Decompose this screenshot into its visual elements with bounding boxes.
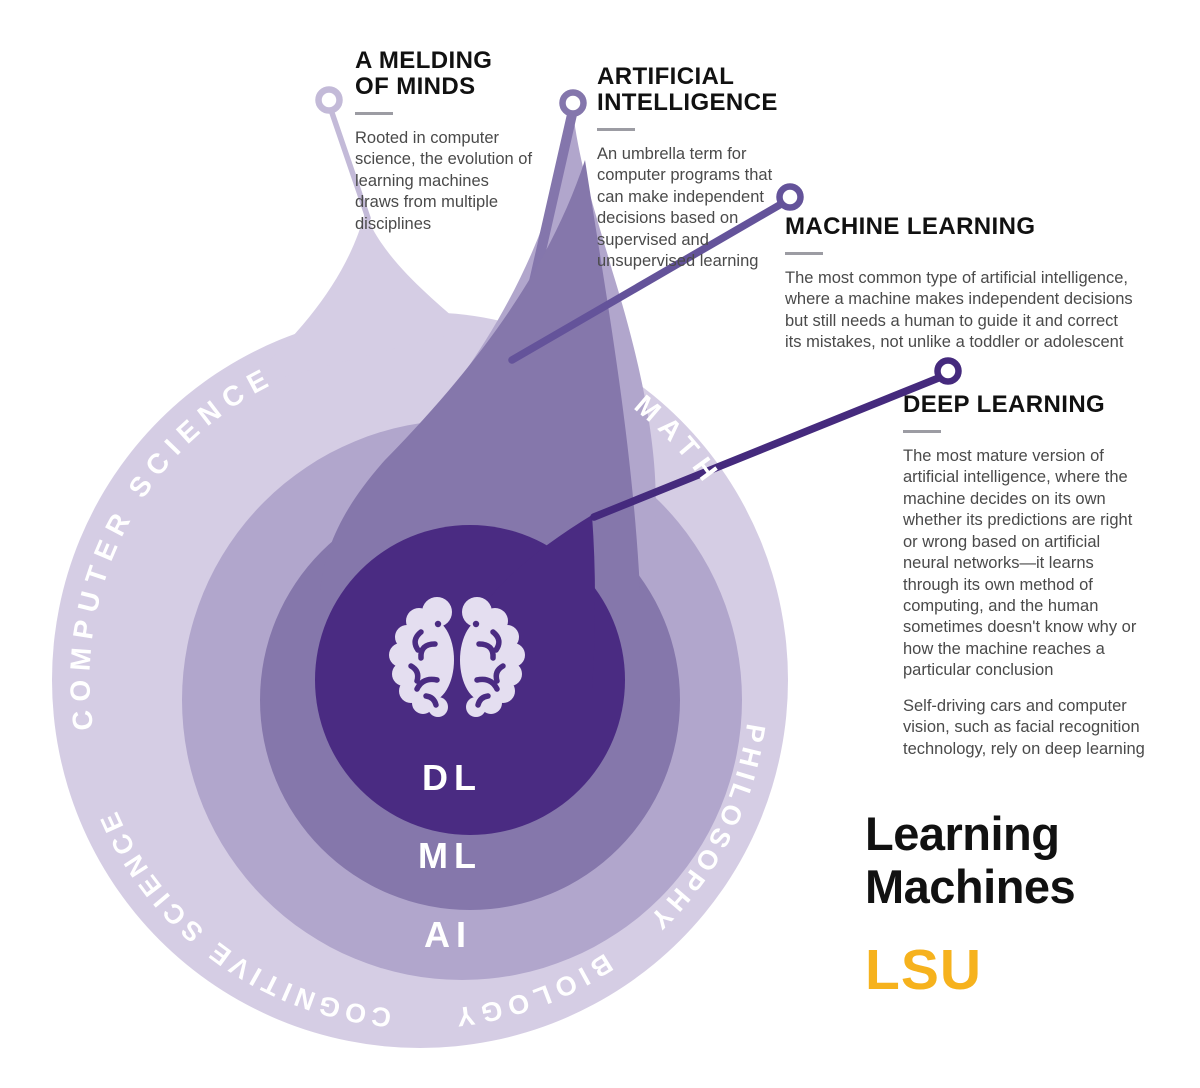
ml-tail [320, 160, 640, 590]
branding-block: Learning Machines LSU [865, 807, 1076, 1003]
dl-body: The most mature version of artificial in… [903, 446, 1137, 680]
dl-body-examples: Self-driving cars and computer vision, s… [903, 696, 1145, 758]
dl-marker-dot [934, 357, 962, 385]
ml-rule [785, 251, 823, 255]
dl-connector-line [590, 373, 945, 521]
melding-marker-dot [315, 86, 343, 114]
ml-callout: MACHINE LEARNING The most common type of… [785, 214, 1133, 368]
ai-marker-dot [559, 89, 587, 117]
ai-callout: ARTIFICIAL INTELLIGENCE An umbrella term… [597, 64, 785, 286]
dl-title: DEEP LEARNING [903, 391, 1106, 418]
melding-title: A MELDING OF MINDS [355, 47, 493, 100]
ml-ring-label: ML [418, 835, 482, 876]
ai-title: ARTIFICIAL INTELLIGENCE [597, 63, 778, 116]
ai-ring-label: AI [424, 914, 472, 955]
melding-connector-line [327, 104, 371, 221]
page-title: Learning Machines [865, 807, 1076, 913]
ai-body: An umbrella term for computer programs t… [597, 144, 773, 270]
melding-rule [355, 111, 393, 115]
ml-title: MACHINE LEARNING [785, 213, 1036, 240]
lsu-logo: LSU [865, 938, 982, 1003]
brain-icon [389, 597, 525, 717]
melding-body: Rooted in computer science, the evolutio… [355, 128, 533, 233]
dl-callout: DEEP LEARNING The most mature version of… [903, 392, 1147, 774]
ml-connector-line [508, 199, 787, 364]
melding-callout: A MELDING OF MINDS Rooted in computer sc… [355, 48, 537, 249]
dl-ring-label: DL [422, 757, 482, 798]
dl-rule [903, 429, 941, 433]
ai-rule [597, 127, 635, 131]
ml-marker-dot [776, 183, 804, 211]
outer-tail [240, 212, 468, 388]
ml-body: The most common type of artificial intel… [785, 268, 1133, 352]
